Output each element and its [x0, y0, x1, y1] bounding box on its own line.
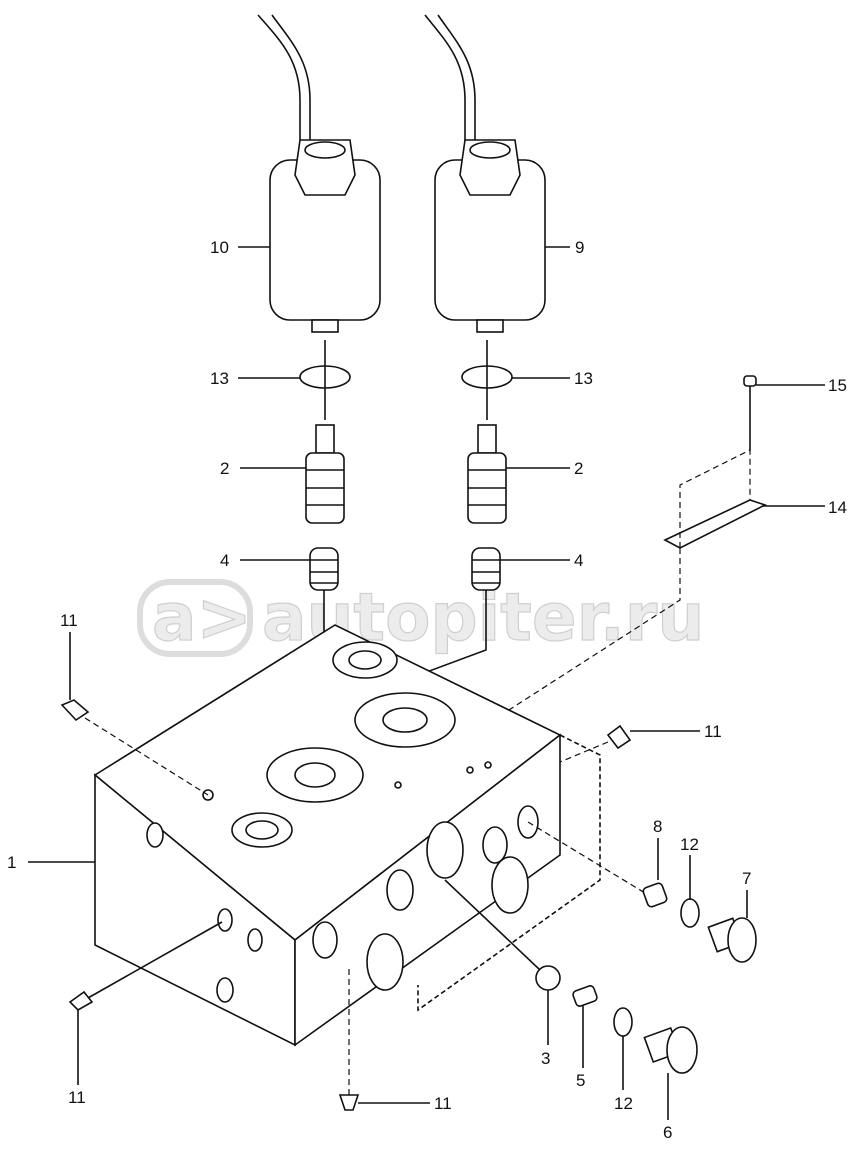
callout-11-top-left: 11	[60, 611, 78, 630]
callout-15: 15	[828, 376, 847, 395]
valve-cartridge-2-left	[305, 340, 345, 524]
solenoid-9	[424, 14, 546, 333]
plug-7	[707, 917, 757, 963]
solenoid-10	[257, 14, 381, 333]
watermark-logo: a>	[152, 579, 252, 656]
valve-block-1	[93, 624, 601, 1047]
callout-4-right: 4	[574, 551, 583, 570]
callout-4-left: 4	[220, 551, 229, 570]
callout-1: 1	[7, 853, 16, 872]
callout-2-right: 2	[574, 459, 583, 478]
axis-line-3	[444, 879, 541, 971]
callout-10: 10	[210, 238, 229, 257]
spring-4-right	[404, 547, 501, 720]
o-ring-12-upper	[680, 898, 700, 928]
callout-3: 3	[541, 1049, 550, 1068]
axis-line-8	[527, 821, 646, 894]
bolt-15	[743, 375, 757, 387]
callout-11-bottom-left: 11	[68, 1088, 86, 1107]
callout-12-lower: 12	[614, 1094, 633, 1113]
callout-11-bottom: 11	[434, 1094, 452, 1113]
screw-11-bottom-left	[68, 921, 223, 1011]
watermark-logo-frame	[137, 579, 253, 657]
callout-8: 8	[653, 817, 662, 836]
callout-12-upper: 12	[680, 835, 699, 854]
o-ring-12-lower	[613, 1007, 633, 1037]
watermark: a> autopiter.ru	[137, 578, 705, 657]
screw-11-top-left	[60, 699, 209, 796]
plug-6	[643, 1026, 698, 1074]
callout-7: 7	[742, 869, 751, 888]
callout-9: 9	[575, 238, 584, 257]
leader-lines	[28, 246, 825, 1120]
ball-3	[535, 965, 561, 991]
callout-13-right: 13	[574, 369, 593, 388]
valve-cartridge-2-right	[467, 340, 507, 524]
callout-2-left: 2	[220, 459, 229, 478]
screw-11-right	[559, 724, 632, 763]
plug-8	[642, 882, 668, 908]
screw-11-bottom	[338, 965, 360, 1111]
callout-14: 14	[828, 498, 847, 517]
callout-13-left: 13	[210, 369, 229, 388]
callout-6: 6	[663, 1123, 672, 1142]
callout-11-right: 11	[704, 722, 722, 741]
seat-5	[572, 985, 598, 1007]
callout-5: 5	[576, 1071, 585, 1090]
